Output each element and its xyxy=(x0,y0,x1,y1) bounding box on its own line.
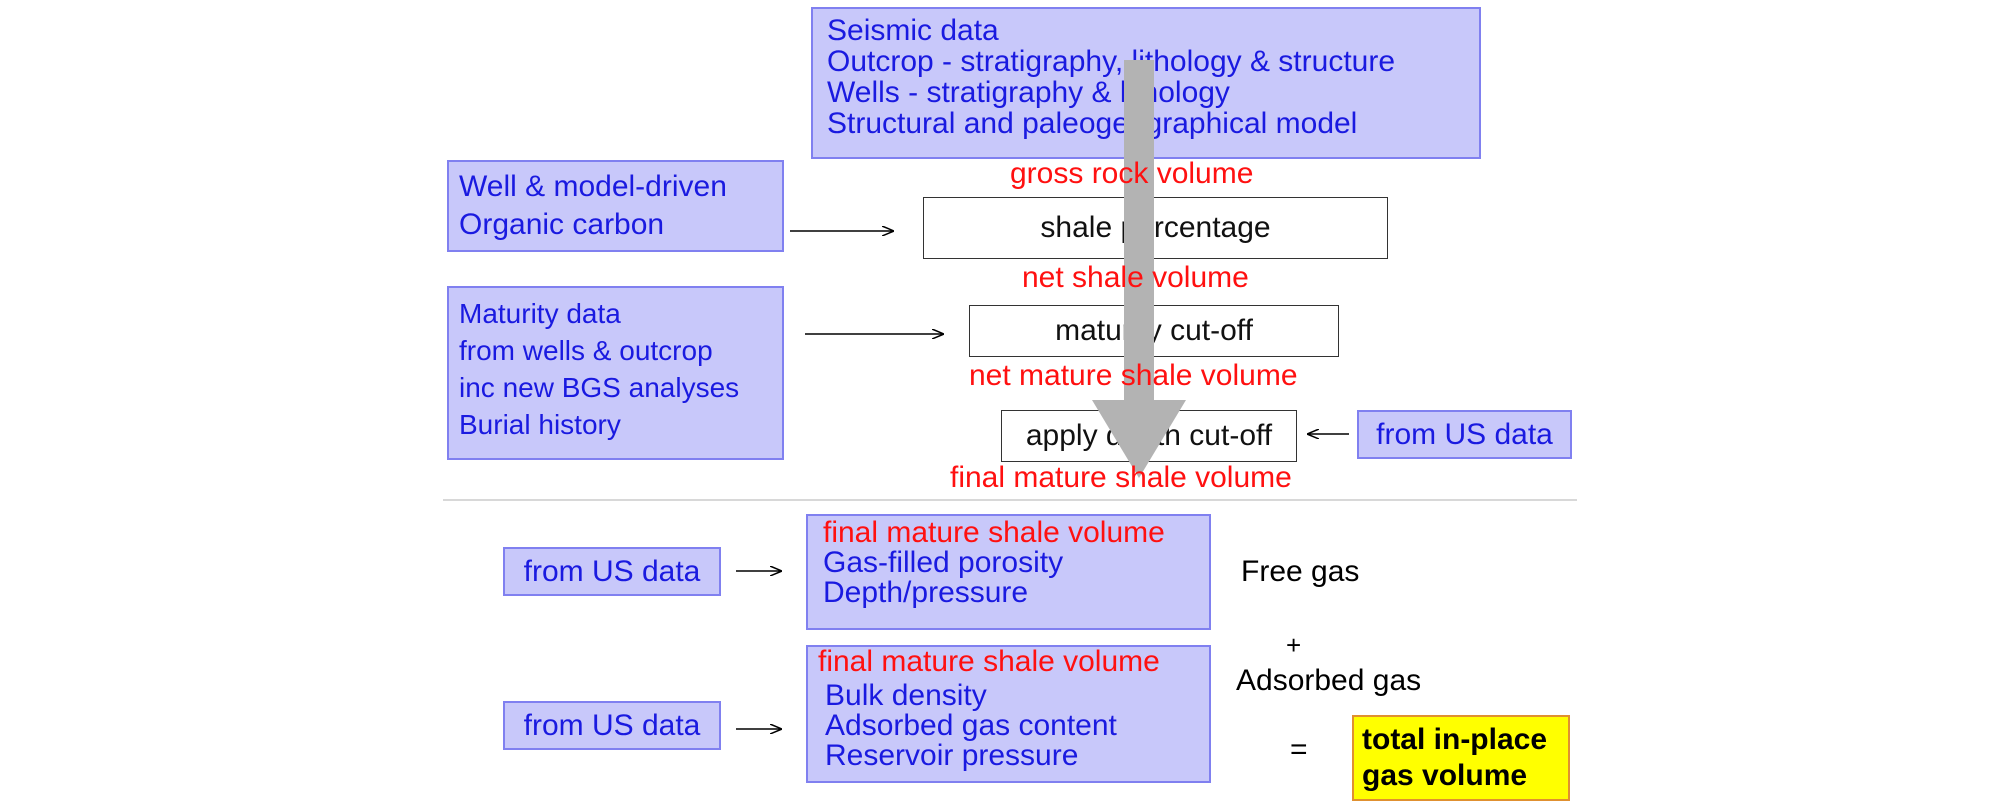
free-gas-parameters-box: final mature shale volume Gas-filled por… xyxy=(806,514,1211,630)
adsorbed-gas-parameters-box: final mature shale volume Bulk density A… xyxy=(806,645,1211,783)
depth-cutoff-label: apply depth cut-off xyxy=(1025,419,1273,452)
source-line: Outcrop - stratigraphy, lithology & stru… xyxy=(827,45,1396,78)
equals-sign: = xyxy=(1290,733,1308,766)
maturity-line: inc new BGS analyses xyxy=(459,372,740,403)
us-data-box-adsorbed: from US data xyxy=(503,701,721,750)
shale-percentage-box: shale percentage xyxy=(923,197,1388,259)
us-data-box-depth: from US data xyxy=(1357,410,1572,459)
free-gas-line: Gas-filled porosity xyxy=(823,546,1064,579)
maturity-cutoff-box: maturity cut-off xyxy=(969,305,1339,357)
adsorbed-gas-line: Adsorbed gas content xyxy=(825,709,1117,742)
adsorbed-gas-label: Adsorbed gas xyxy=(1236,664,1422,697)
shale-percentage-label: shale percentage xyxy=(1040,211,1271,244)
final-mature-shale-volume-label: final mature shale volume xyxy=(950,461,1292,494)
us-data-box-free: from US data xyxy=(503,547,721,596)
maturity-line: from wells & outcrop xyxy=(459,335,713,366)
adsorbed-gas-line: Bulk density xyxy=(825,679,987,712)
gross-rock-volume-label: gross rock volume xyxy=(1010,157,1254,190)
source-line: Seismic data xyxy=(827,14,999,47)
source-data-box: Seismic data Outcrop - stratigraphy, lit… xyxy=(811,7,1481,159)
result-line: total in-place xyxy=(1362,723,1548,756)
us-data-label: from US data xyxy=(523,709,701,742)
maturity-line: Maturity data xyxy=(459,298,621,329)
maturity-cutoff-label: maturity cut-off xyxy=(1055,314,1253,347)
total-gas-volume-box: total in-place gas volume xyxy=(1352,715,1570,801)
net-shale-volume-label: net shale volume xyxy=(1022,261,1249,294)
plus-sign: + xyxy=(1286,630,1302,660)
depth-cutoff-box: apply depth cut-off xyxy=(1001,410,1297,462)
result-line: gas volume xyxy=(1362,759,1528,792)
source-line: Wells - stratigraphy & lithology xyxy=(827,76,1230,109)
maturity-input-box: Maturity data from wells & outcrop inc n… xyxy=(447,286,784,460)
source-line: Structural and paleogeographical model xyxy=(827,107,1358,140)
us-data-label: from US data xyxy=(523,555,701,588)
net-mature-shale-volume-label: net mature shale volume xyxy=(969,359,1298,392)
free-gas-line: Depth/pressure xyxy=(823,576,1029,609)
organic-line: Well & model-driven xyxy=(459,170,727,203)
organic-input-box: Well & model-driven Organic carbon xyxy=(447,160,784,252)
maturity-line: Burial history xyxy=(459,409,621,440)
adsorbed-gas-line: Reservoir pressure xyxy=(825,739,1079,772)
adsorbed-gas-header: final mature shale volume xyxy=(818,645,1160,678)
free-gas-header: final mature shale volume xyxy=(823,516,1165,549)
organic-line: Organic carbon xyxy=(459,208,665,241)
us-data-label: from US data xyxy=(1376,418,1553,451)
free-gas-label: Free gas xyxy=(1241,555,1360,588)
